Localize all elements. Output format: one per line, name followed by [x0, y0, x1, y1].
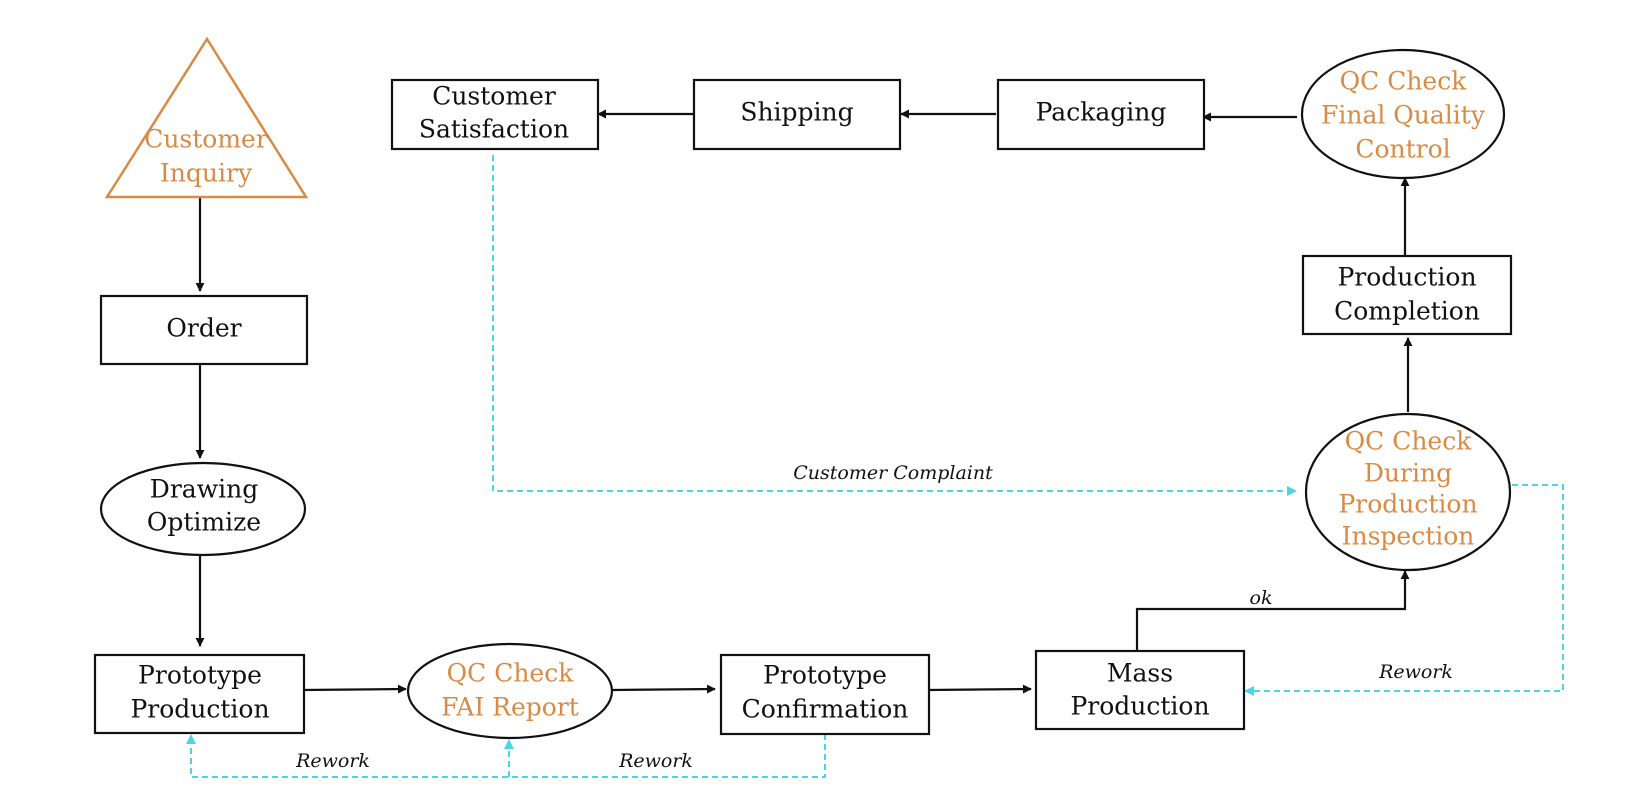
node-label-line: Shipping: [740, 98, 853, 127]
node-qc-during-production: QC Check During Production Inspection: [1304, 412, 1512, 572]
edge-label-customer-complaint: Customer Complaint: [793, 462, 993, 484]
node-prototype-production: Prototype Production: [93, 653, 306, 735]
node-prototype-confirmation: Prototype Confirmation: [719, 653, 931, 736]
node-label-line: Completion: [1334, 297, 1480, 326]
node-label-line: Control: [1355, 135, 1450, 164]
edge-confirmation-to-mass: [927, 684, 1032, 694]
node-label-line: Production: [1338, 490, 1477, 519]
edge-prototype-to-fai: [302, 684, 407, 694]
edge-customer-complaint: [492, 155, 1297, 496]
edge-label-rework-left: Rework: [295, 750, 370, 772]
node-label-line: Packaging: [1036, 98, 1167, 127]
node-label-line: Drawing: [150, 475, 258, 504]
node-label-line: Confirmation: [742, 695, 909, 724]
node-label-line: Inspection: [1342, 522, 1475, 551]
node-label-line: Inquiry: [160, 159, 253, 188]
node-customer-inquiry: Customer Inquiry: [104, 36, 309, 199]
node-label-line: Optimize: [147, 508, 261, 537]
node-drawing-optimize: Drawing Optimize: [99, 461, 307, 557]
node-production-completion: Production Completion: [1301, 254, 1513, 336]
node-order: Order: [99, 294, 309, 366]
box-shape: [99, 294, 309, 366]
node-label-line: Order: [166, 314, 241, 343]
node-qc-fai-report: QC Check FAI Report: [406, 642, 614, 740]
node-label-line: Mass: [1107, 659, 1173, 688]
node-label-line: QC Check: [447, 659, 575, 688]
node-label-line: QC Check: [1340, 67, 1468, 96]
node-label-line: Production: [1337, 263, 1476, 292]
box-shape: [1034, 649, 1246, 731]
node-label-line: Satisfaction: [419, 115, 569, 144]
ellipse-shape: [1300, 48, 1506, 180]
node-mass-production: Mass Production: [1034, 649, 1246, 731]
edge-rework-mass: [1244, 484, 1564, 696]
feedback-connectors: [186, 155, 1564, 778]
node-shipping: Shipping: [692, 78, 902, 151]
node-packaging: Packaging: [996, 78, 1206, 151]
box-shape: [93, 653, 306, 735]
node-label-line: Production: [130, 695, 269, 724]
triangle-shape: [104, 36, 309, 199]
edge-label-rework-right: Rework: [618, 750, 693, 772]
box-shape: [1301, 254, 1513, 336]
flow-connectors: [195, 109, 1413, 694]
node-customer-satisfaction: Customer Satisfaction: [390, 78, 600, 151]
ellipse-shape: [406, 642, 614, 740]
box-shape: [390, 78, 600, 151]
node-label-line: QC Check: [1345, 427, 1473, 456]
node-label-line: Customer: [432, 82, 556, 111]
node-label-line: FAI Report: [441, 693, 579, 722]
node-label-line: Customer: [144, 125, 268, 154]
edge-mass-to-qc-during: [1135, 570, 1410, 650]
box-shape: [996, 78, 1206, 151]
node-label-line: Prototype: [763, 661, 887, 690]
edge-fai-to-confirmation: [611, 684, 716, 694]
node-label-line: Prototype: [138, 661, 262, 690]
box-shape: [719, 653, 931, 736]
edge-label-rework-mass: Rework: [1378, 661, 1453, 683]
node-label-line: During: [1364, 459, 1452, 488]
node-label-line: Production: [1070, 692, 1209, 721]
box-shape: [692, 78, 902, 151]
edge-label-ok: ok: [1250, 587, 1273, 609]
ellipse-shape: [99, 461, 307, 557]
node-qc-final-quality: QC Check Final Quality Control: [1300, 48, 1506, 180]
ellipse-shape: [1304, 412, 1512, 572]
node-label-line: Final Quality: [1321, 101, 1486, 130]
